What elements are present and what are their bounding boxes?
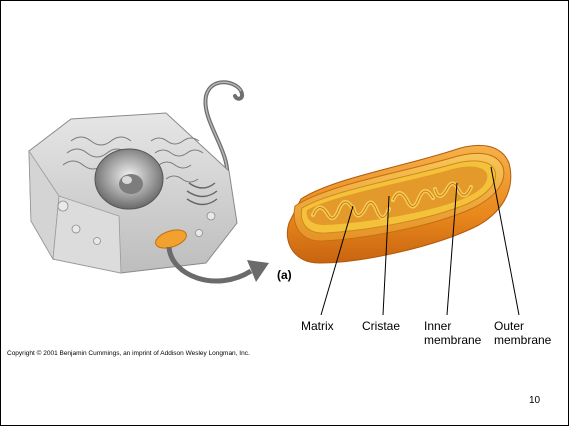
label-outer-line2: membrane bbox=[494, 333, 551, 347]
label-inner-membrane: Inner membrane bbox=[424, 319, 481, 347]
mitochondrion-illustration bbox=[287, 145, 510, 263]
animal-cell-illustration bbox=[29, 82, 269, 282]
panel-label: (a) bbox=[277, 268, 292, 282]
label-cristae: Cristae bbox=[362, 319, 400, 333]
copyright-notice: Copyright © 2001 Benjamin Cummings, an i… bbox=[7, 350, 250, 357]
label-matrix: Matrix bbox=[301, 319, 334, 333]
page-number: 10 bbox=[529, 395, 540, 406]
label-outer-membrane: Outer membrane bbox=[494, 319, 551, 347]
nucleolus bbox=[119, 174, 143, 194]
label-inner-line1: Inner bbox=[424, 319, 481, 333]
label-outer-line1: Outer bbox=[494, 319, 551, 333]
label-inner-line2: membrane bbox=[424, 333, 481, 347]
